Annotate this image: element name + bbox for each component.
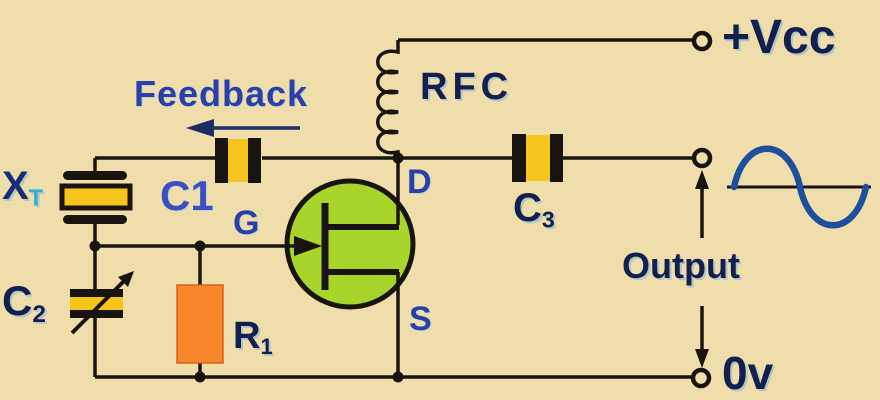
- c2-label-main: C: [2, 277, 33, 324]
- c2-label: C2: [2, 280, 46, 327]
- c2-label-sub: 2: [32, 300, 46, 328]
- vcc-label: +Vcc: [722, 11, 836, 64]
- crystal-label-sub: T: [28, 184, 43, 211]
- resistor-r1: [176, 284, 224, 364]
- c3-label-sub: 3: [541, 206, 555, 233]
- vcc-terminal: [691, 30, 713, 52]
- source-pin-label: S: [409, 300, 432, 338]
- jfet-transistor: [284, 178, 416, 310]
- r1-label-sub: 1: [260, 334, 273, 360]
- feedback-arrow: [186, 119, 300, 137]
- gate-arrow-icon: [294, 236, 322, 256]
- feedback-arrowhead-icon: [186, 119, 214, 137]
- sine-wave-symbol: [727, 145, 871, 229]
- variable-capacitor-c2: [70, 271, 134, 335]
- terminals: [690, 30, 713, 389]
- r1-label-main: R: [233, 315, 261, 357]
- output-terminal: [691, 147, 713, 169]
- c3-label-main: C: [513, 186, 542, 230]
- r1-label: R1: [233, 317, 273, 358]
- crystal-label-main: X: [2, 164, 29, 208]
- c1-label: C1: [160, 172, 214, 219]
- output-span-arrows: [695, 170, 709, 368]
- capacitor-c3: [512, 134, 563, 182]
- output-label: Output: [622, 245, 740, 286]
- crystal-xt: [59, 171, 133, 224]
- capacitor-c1: [215, 138, 261, 183]
- rfc-choke-coil: [376, 40, 400, 158]
- junction-dots: [89, 152, 404, 383]
- gate-pin-label: G: [233, 204, 260, 242]
- rfc-label: RFC: [420, 66, 514, 108]
- variable-arrow-icon: [118, 271, 134, 287]
- ground-label: 0v: [722, 347, 774, 399]
- ground-terminal: [690, 367, 712, 389]
- c3-label: C3: [513, 188, 555, 232]
- drain-pin-label: D: [407, 163, 432, 201]
- crystal-label: XT: [2, 166, 43, 210]
- feedback-label: Feedback: [134, 73, 309, 114]
